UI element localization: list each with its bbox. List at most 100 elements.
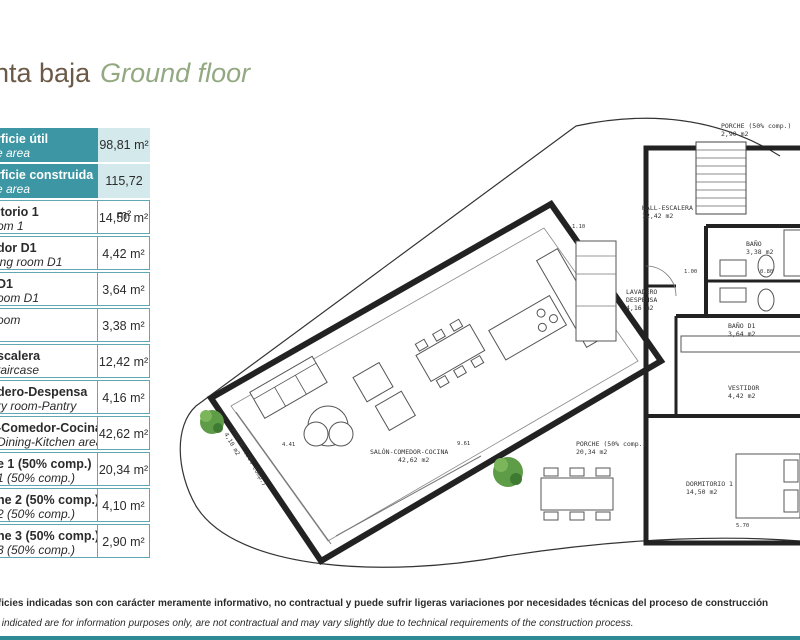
area-label-es: D1 [0,277,13,291]
area-label-en: taircase [0,363,40,377]
area-label-es: rficie construida [0,168,94,182]
area-row: itorio 1om 1 14,50 m² [0,200,160,234]
door-swing [645,265,677,297]
living-walls [206,200,666,566]
staircase-icon [695,141,747,215]
dimension-label: 1.00 [684,269,697,275]
plan-label: SALÓN-COMEDOR-COCINA [370,447,448,456]
plan-label: BAÑO [746,239,762,248]
area-label-es: dero-Despensa [0,385,88,399]
area-label-es: e 1 (50% comp.) [0,457,92,471]
area-value: 115,72 m² [98,164,150,222]
glazing [335,455,482,537]
dimension-label: 4.41 [282,442,295,448]
plan-label: 14,50 m2 [686,488,717,496]
area-row: rficie construidae area 115,72 m² [0,164,160,222]
plan-label: PORCHE (50% comp.) [576,440,646,448]
sofa-icon [249,355,328,419]
plant-icon [200,410,224,434]
title-es: nta baja [0,58,91,88]
plant-icon [493,457,523,487]
area-value: 4,42 m² [98,236,150,270]
wardrobe-icon [680,335,800,353]
area-label-en: e area [0,146,31,160]
area-label-en: oom [0,313,21,327]
plan-label: 3,64 m2 [728,330,755,338]
dimension-label: 9.61 [457,441,470,447]
plan-label: BAÑO D1 [728,321,755,330]
area-value: 98,81 m² [98,128,150,162]
plan-label: 20,34 m2 [576,448,607,456]
area-label-en: ry room-Pantry [0,399,77,413]
area-label-en: om 1 [0,219,24,233]
area-row: e 1 (50% comp.)1 (50% comp.) 20,34 m² [0,452,160,486]
dining-table-icon [414,318,486,389]
area-label-es: itorio 1 [0,205,39,219]
disclaimer-es: rficies indicadas son con carácter meram… [0,598,769,609]
area-value: 14,50 m² [98,200,150,234]
pillow-icon [783,459,799,483]
plan-label: 4,16 m2 [626,304,653,312]
area-value: 4,16 m² [98,380,150,414]
plan-label: 4,42 m2 [728,392,755,400]
area-row: he 3 (50% comp.)3 (50% comp.)2,90 m² [0,524,160,558]
pillow-icon [783,489,799,513]
plan-label: 3,38 m2 [746,248,773,256]
dimension-label: 0.80 [760,269,773,275]
area-row: rficie útile area 98,81 m² [0,128,160,162]
plan-label: DESPENSA [626,296,657,304]
area-label-es: dor D1 [0,241,37,255]
area-row: D1oom D1 3,64 m² [0,272,160,306]
area-label-es: scalera [0,349,41,363]
sink-icon [719,287,747,303]
area-row: he 2 (50% comp.)2 (50% comp.) 4,10 m² [0,488,160,522]
glazing [235,411,332,545]
plan-label: HALL-ESCALERA [642,204,693,212]
plan-label: LAVADERO [626,288,657,296]
coffee-table-icon [328,421,354,447]
kitchen-counter-icon [535,240,617,348]
plan-label: PORCHE (50% comp.) [721,122,791,130]
plan-label: 42,62 m2 [398,456,429,464]
title-en: Ground floor [100,58,251,88]
area-label-en: e area [0,182,31,196]
area-label-es: rficie útil [0,132,49,146]
armchair-icon [352,361,417,432]
toilet-icon [757,254,775,278]
shower-icon [783,229,800,277]
area-label-es: he 2 (50% comp.) [0,493,98,507]
coffee-table-icon [303,421,329,447]
plan-label: 2,90 m2 [721,130,748,138]
sink-icon [719,259,747,277]
area-value: 2,90 m² [98,524,150,558]
kitchen-island-icon [488,294,568,361]
terrace-table-icon [540,467,614,521]
area-row: oom 3,38 m² [0,308,160,342]
area-value: 3,64 m² [98,272,150,306]
floor-plan: PORCHE (50% comp.) 2,90 m2 HALL-ESCALERA… [179,117,800,568]
area-value: 12,42 m² [98,344,150,378]
area-value: 20,34 m² [98,452,150,486]
area-label-en: 2 (50% comp.) [0,507,76,521]
living-inner [230,227,639,542]
area-label-es: -Comedor-Cocina [0,421,98,435]
plan-label: DORMITORIO 1 [686,480,733,488]
area-label-en: 1 (50% comp.) [0,471,76,485]
toilet-icon [757,288,775,312]
plan-label: VESTIDOR [728,384,759,392]
area-value: 42,62 m² [98,416,150,450]
area-label-es: he 3 (50% comp.) [0,529,98,543]
area-value: 3,38 m² [98,308,150,342]
area-label-en: oom D1 [0,291,40,305]
page-title: nta baja Ground floor [0,58,250,89]
disclaimer-en: s indicated are for information purposes… [0,618,634,629]
area-label-en: Dining-Kitchen area [0,435,98,449]
dimension-label: 5.70 [736,523,749,529]
area-value: 4,10 m² [98,488,150,522]
area-label-en: ing room D1 [0,255,63,269]
